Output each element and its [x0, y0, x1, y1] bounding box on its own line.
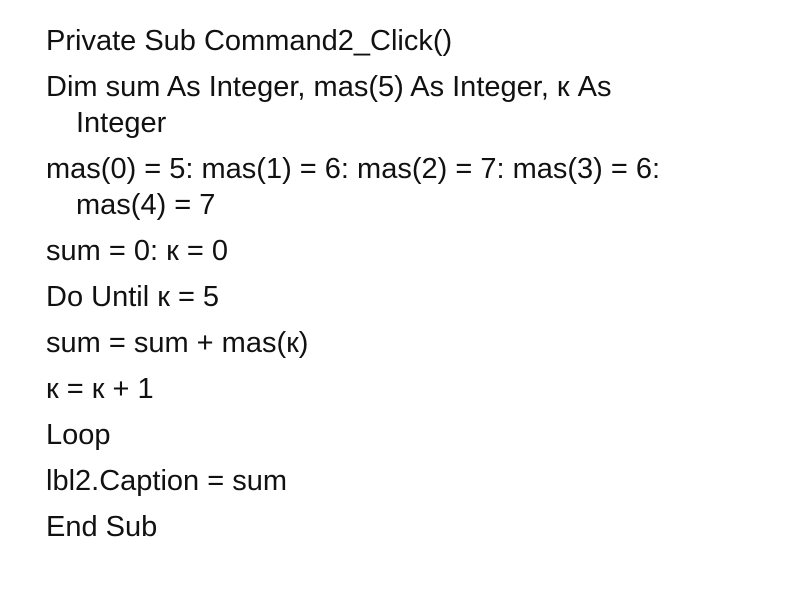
code-line-private-sub: Private Sub Command2_Click(): [46, 25, 453, 57]
code-listing: Private Sub Command2_Click() Dim sum As …: [46, 21, 746, 547]
code-line-do-until: Do Until к = 5: [46, 281, 220, 313]
code-line-dim: Dim sum As Integer, mas(5) As Integer, к…: [46, 71, 612, 103]
code-line-dim-continuation: Integer: [76, 107, 167, 139]
code-line-init: sum = 0: к = 0: [46, 235, 228, 267]
code-line-mas-assign-continuation: mas(4) = 7: [76, 189, 216, 221]
code-line-end-sub: End Sub: [46, 511, 158, 543]
code-line-mas-assign: mas(0) = 5: mas(1) = 6: mas(2) = 7: mas(…: [46, 153, 661, 185]
code-line-caption: lbl2.Caption = sum: [46, 465, 287, 497]
code-line-increment: к = к + 1: [46, 373, 154, 405]
code-line-sum-add: sum = sum + mas(к): [46, 327, 309, 359]
code-line-loop: Loop: [46, 419, 111, 451]
